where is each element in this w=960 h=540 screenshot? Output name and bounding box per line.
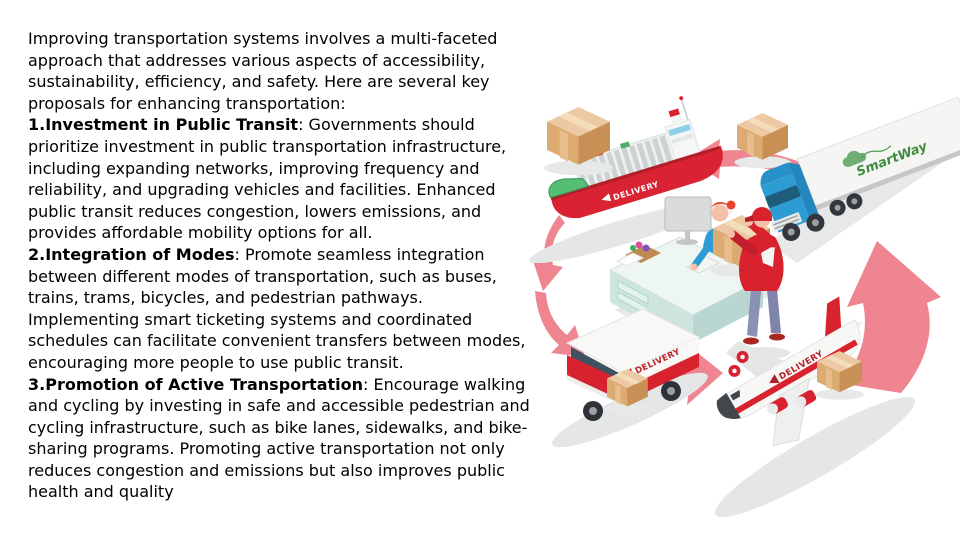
proposal-body-1: : Governments should prioritize investme… [28,115,507,243]
courier-cap-icon [752,207,772,221]
proposal-item-1: 1.Investment in Public Transit: Governme… [28,114,534,244]
plane-shadow [714,396,916,518]
transport-cycle-illustration: DELIVERY SmartWay [529,96,960,518]
computer-monitor-icon [664,196,712,245]
proposal-body-3: : Encourage walking and cycling by inves… [28,374,530,502]
cycle-arrow-right [839,241,941,393]
proposal-heading-2: 2.Integration of Modes [28,244,235,264]
worker-arm [691,239,715,269]
proposal-body-2: : Promote seamless integration between d… [28,244,526,372]
cardboard-box-icon [543,107,614,176]
desk-side [693,279,763,343]
cargo-ship-icon: DELIVERY [548,96,723,219]
cardboard-box-icon [734,113,791,169]
intro-paragraph: Improving transportation systems involve… [28,29,498,113]
proposal-heading-1: 1.Investment in Public Transit [28,115,299,135]
ship-label-arrow-icon [601,193,612,202]
proposal-item-3: 3.Promotion of Active Transportation: En… [28,374,534,504]
proposal-item-2: 2.Integration of Modes: Promote seamless… [28,244,534,374]
semi-truck-icon: SmartWay [760,96,960,242]
proposal-heading-3: 3.Promotion of Active Transportation [28,374,363,394]
plane-label-arrow-icon [769,374,780,384]
slide-text: Improving transportation systems involve… [28,28,534,503]
courier-person [727,207,790,359]
desk-items [615,241,661,267]
